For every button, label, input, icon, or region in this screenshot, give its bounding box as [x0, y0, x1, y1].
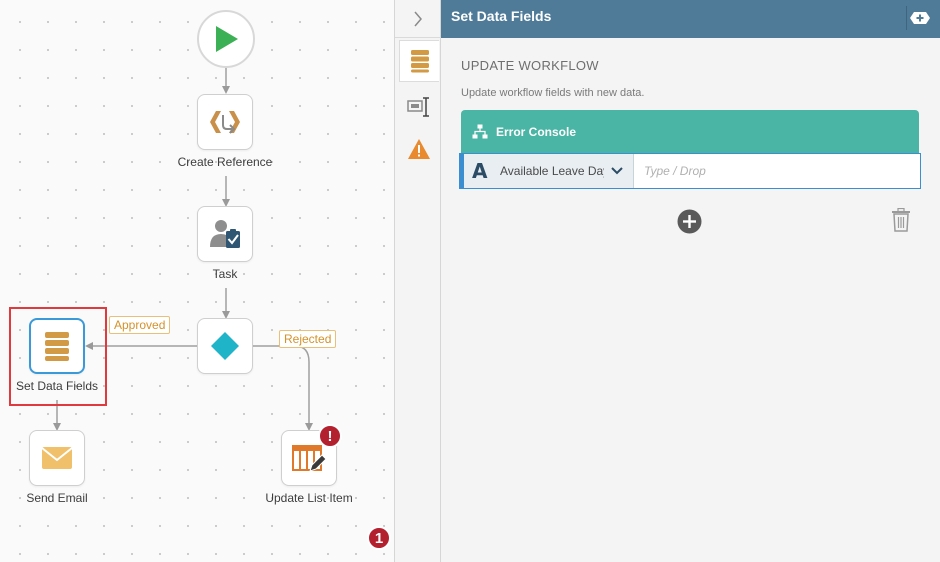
task-node[interactable] [197, 206, 253, 262]
screen-cursor-icon [407, 97, 429, 117]
connector-rejected [253, 345, 313, 431]
panel-header: Set Data Fields [441, 0, 940, 38]
database-icon [410, 50, 429, 73]
task-label: Task [212, 267, 238, 281]
error-console-header[interactable]: Error Console [461, 110, 919, 154]
error-console-label: Error Console [496, 125, 577, 139]
decision-node[interactable] [197, 318, 253, 374]
create-reference-label: Create Reference [177, 155, 273, 169]
warning-icon [408, 139, 430, 159]
panel-add-button[interactable] [906, 6, 932, 30]
workflow-canvas[interactable]: Create Reference Task Approved Rejected … [0, 0, 394, 562]
user-task-icon [210, 220, 240, 248]
properties-rail [394, 0, 441, 562]
section-title: UPDATE WORKFLOW [461, 58, 599, 73]
field-value-input[interactable] [634, 154, 920, 188]
field-mapping-row: A Available Leave Days [459, 153, 921, 189]
list-edit-icon [292, 445, 326, 472]
panel-title: Set Data Fields [451, 8, 552, 24]
play-icon [216, 26, 238, 52]
selection-highlight [9, 307, 107, 406]
reference-icon [210, 111, 240, 134]
chevron-right-icon [414, 11, 422, 26]
hierarchy-icon [472, 124, 488, 139]
set-data-fields-label: Set Data Fields [15, 379, 99, 393]
plus-circle-icon [677, 209, 702, 234]
start-node[interactable] [197, 10, 255, 68]
approved-branch-label: Approved [109, 316, 171, 334]
update-list-item-label: Update List Item [265, 491, 353, 505]
tab-warnings[interactable] [399, 128, 439, 170]
database-icon [45, 332, 69, 361]
add-field-button[interactable] [677, 209, 702, 239]
field-select-value: Available Leave Days [500, 164, 604, 178]
send-email-label: Send Email [26, 491, 88, 505]
node-error-badge[interactable]: ! [318, 424, 342, 448]
chevron-down-icon [611, 167, 623, 175]
tab-display[interactable] [399, 86, 439, 128]
send-email-node[interactable] [29, 430, 85, 486]
create-reference-node[interactable] [197, 94, 253, 150]
text-type-icon: A [472, 159, 488, 183]
rejected-branch-label: Rejected [279, 330, 337, 348]
set-data-fields-node[interactable] [29, 318, 85, 374]
properties-panel: Set Data Fields UPDATE WORKFLOW Update w… [441, 0, 940, 562]
trash-icon [892, 207, 910, 232]
field-select[interactable]: A Available Leave Days [464, 154, 634, 188]
delete-button[interactable] [891, 207, 911, 237]
collapse-panel-button[interactable] [395, 0, 441, 38]
tab-configuration[interactable] [399, 40, 439, 82]
envelope-icon [41, 447, 73, 469]
update-list-item-node[interactable] [281, 430, 337, 486]
diamond-icon [211, 332, 239, 360]
error-count-badge[interactable]: 1 [367, 526, 391, 550]
add-tag-icon [909, 12, 930, 24]
section-description: Update workflow fields with new data. [461, 87, 645, 99]
